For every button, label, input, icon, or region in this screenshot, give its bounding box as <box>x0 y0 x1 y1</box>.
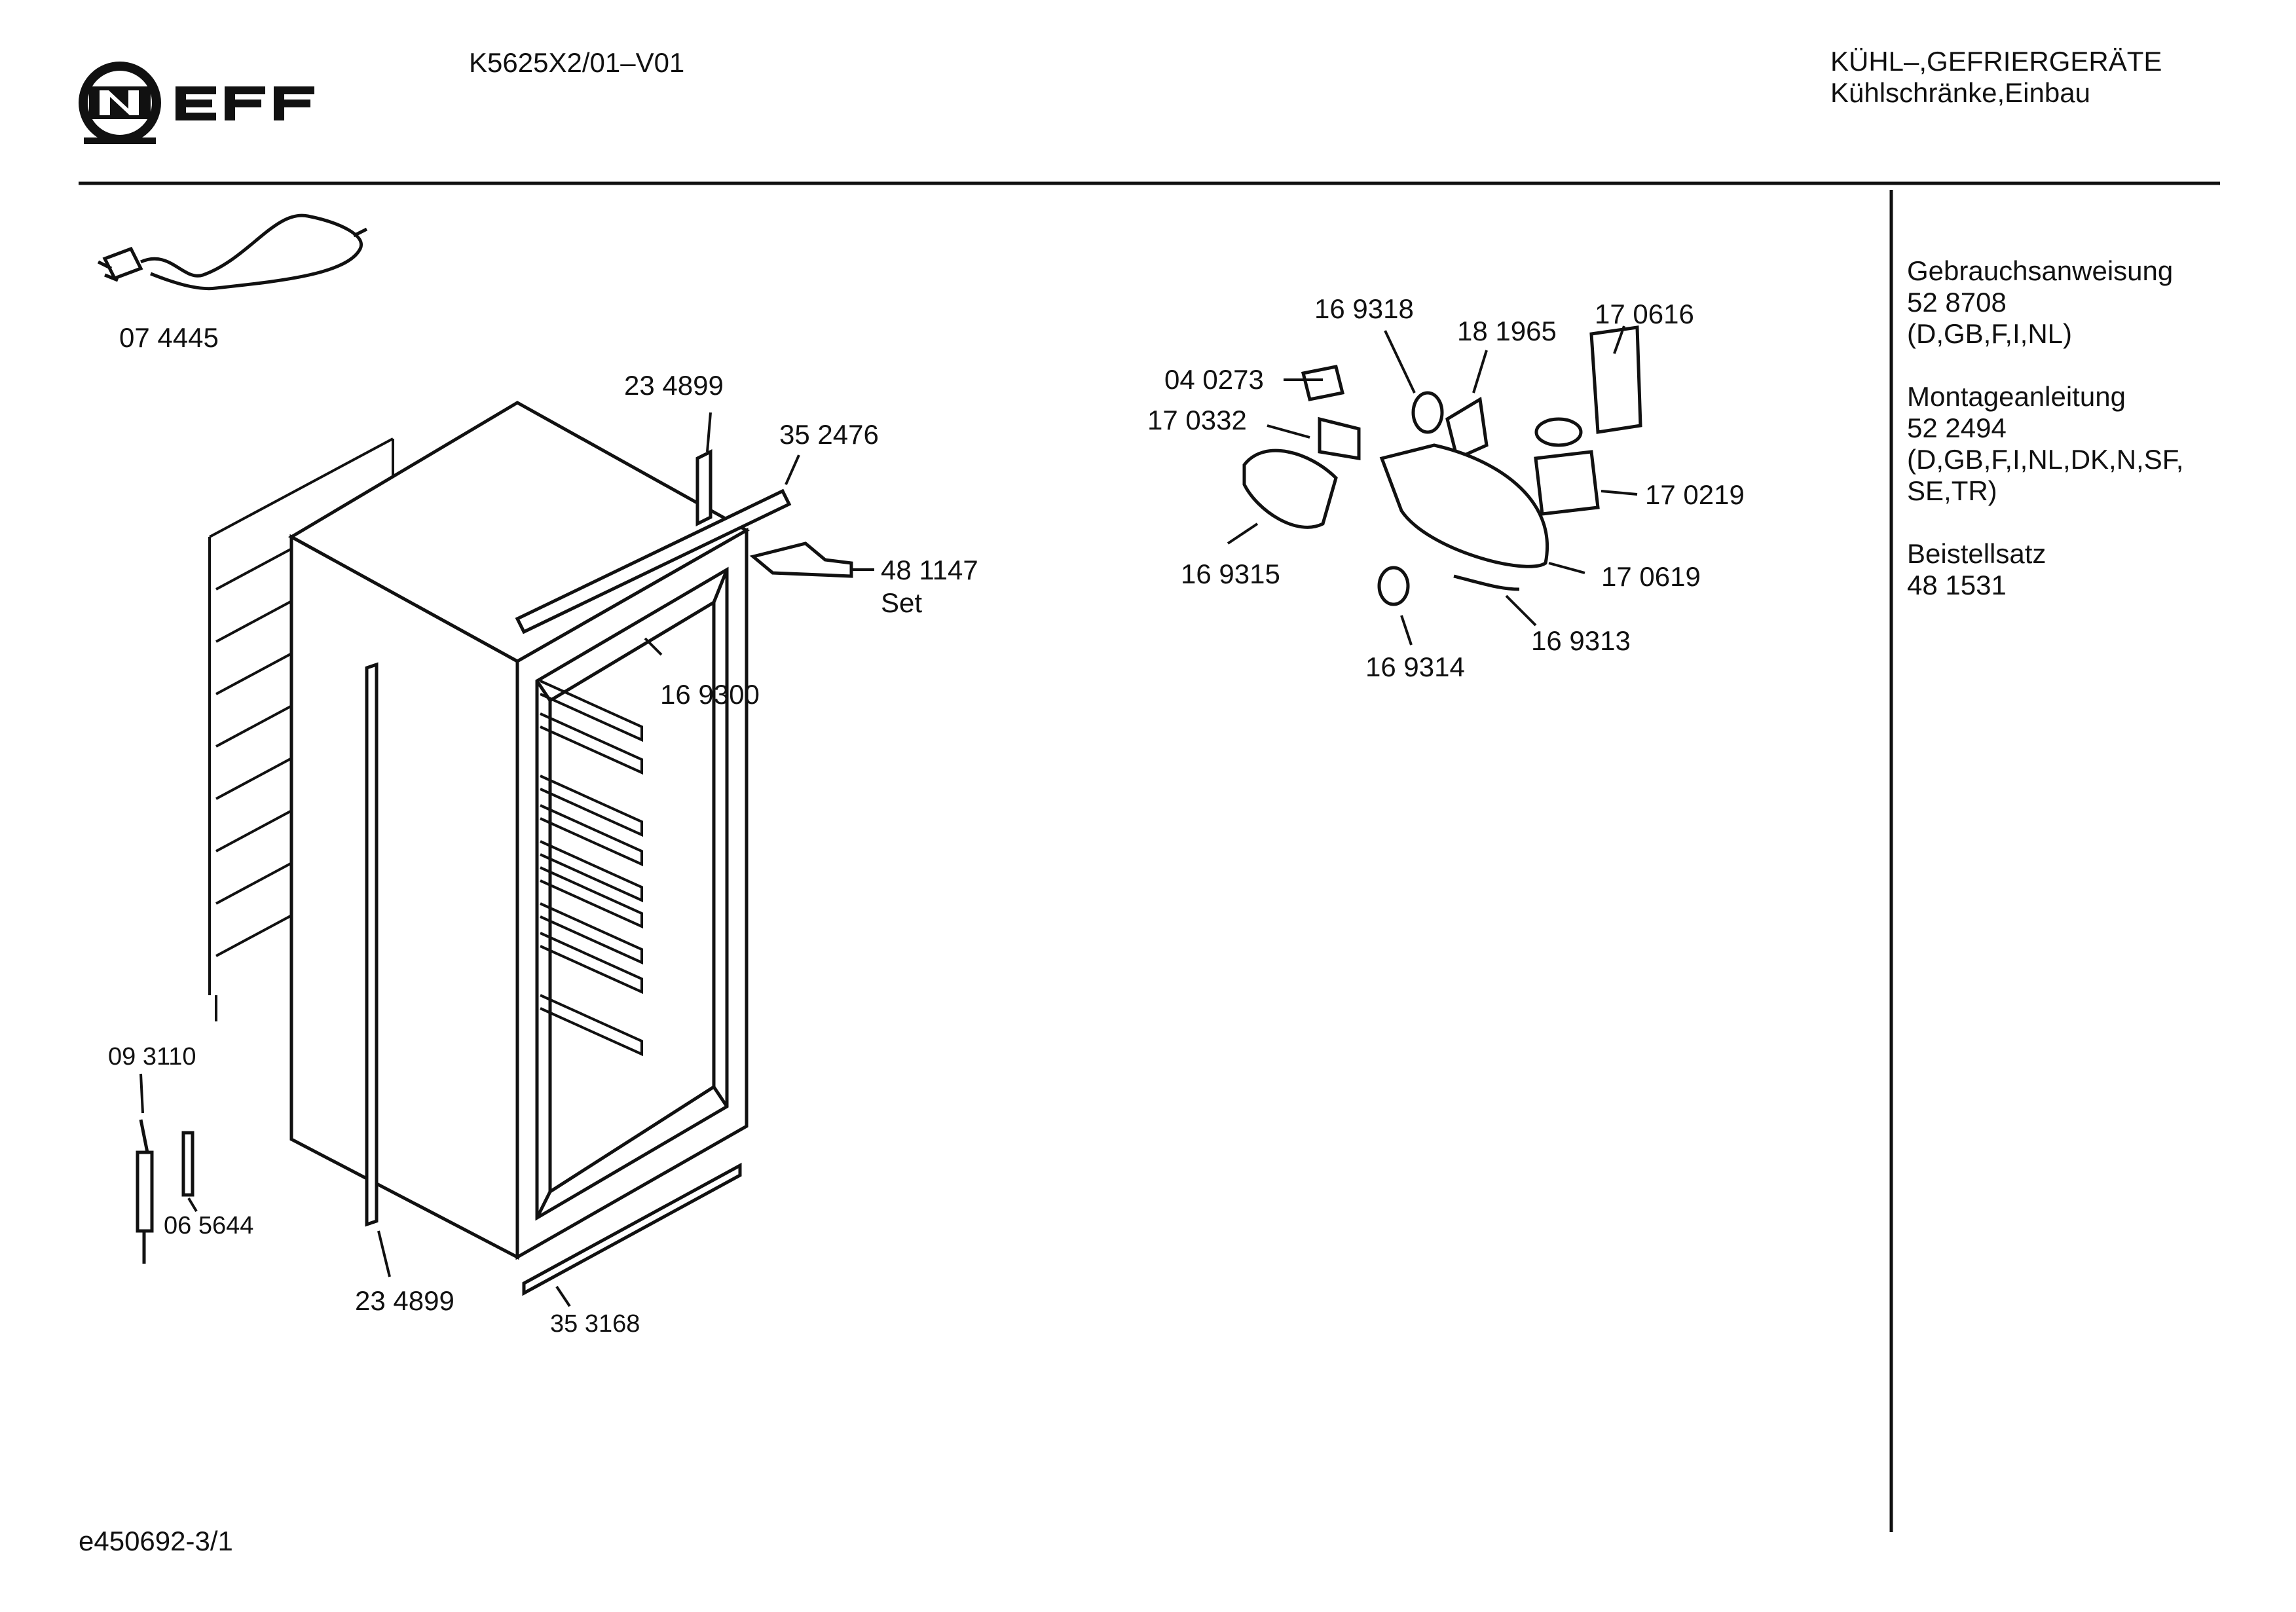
sensor-drawing <box>136 1119 194 1264</box>
top-rail-drawing <box>515 449 792 634</box>
label-seal: 16 9313 <box>1531 625 1631 656</box>
label-socket: 18 1965 <box>1457 316 1557 346</box>
label-knob: 16 9314 <box>1365 651 1465 682</box>
manual-title: Gebrauchsanweisung <box>1907 255 2174 286</box>
category-subtitle: Kühlschränke,Einbau <box>1830 77 2090 108</box>
neff-logo <box>77 60 346 145</box>
label-sensor-b: 06 5644 <box>164 1212 254 1239</box>
power-cord-drawing <box>97 213 368 291</box>
label-lamp: 04 0273 <box>1164 364 1264 395</box>
label-hinge-set-suffix: Set <box>881 587 923 618</box>
label-cover-plate: 17 0332 <box>1147 405 1247 435</box>
cabinet-drawing <box>287 401 750 1260</box>
neff-logo-graphic <box>79 62 314 144</box>
label-top-strip: 23 4899 <box>624 370 724 401</box>
drawing-id: e450692-3/1 <box>79 1526 233 1556</box>
label-side-strip: 23 4899 <box>355 1285 454 1316</box>
install-title: Montageanleitung <box>1907 381 2126 412</box>
install-languages-cont: SE,TR) <box>1907 475 1997 506</box>
accessory-title: Beistellsatz <box>1907 538 2046 569</box>
leader-lines <box>139 325 1638 1308</box>
label-bottom-strip: 35 3168 <box>550 1310 640 1338</box>
label-housing: 17 0619 <box>1601 561 1701 592</box>
label-bracket: 17 0616 <box>1595 299 1694 329</box>
label-lamp-ring: 16 9318 <box>1314 293 1414 324</box>
label-hinge-set: 48 1147 <box>881 555 978 585</box>
label-top-clip: 16 9300 <box>660 679 760 710</box>
model-number: K5625X2/01–V01 <box>469 47 685 78</box>
manual-languages: (D,GB,F,I,NL) <box>1907 318 2073 349</box>
shelf-guides-drawing <box>540 680 643 1057</box>
label-top-rail: 35 2476 <box>779 419 879 450</box>
label-power-cord: 07 4445 <box>119 322 219 353</box>
category-title: KÜHL–,GEFRIERGERÄTE <box>1830 46 2162 77</box>
label-thermostat: 17 0219 <box>1645 479 1745 510</box>
install-number: 52 2494 <box>1907 412 2007 443</box>
install-languages: (D,GB,F,I,NL,DK,N,SF, <box>1907 444 2184 475</box>
label-sensor-a: 09 3110 <box>108 1043 196 1071</box>
manual-number: 52 8708 <box>1907 287 2007 318</box>
accessory-number: 48 1531 <box>1907 570 2007 600</box>
side-panel: Gebrauchsanweisung 52 8708 (D,GB,F,I,NL)… <box>1907 255 2183 601</box>
light-thermostat-assembly-drawing <box>1242 325 1642 606</box>
hinge-set-drawing <box>749 541 853 578</box>
trim-strips-drawing <box>365 662 742 1296</box>
label-light-cover: 16 9315 <box>1181 559 1280 589</box>
